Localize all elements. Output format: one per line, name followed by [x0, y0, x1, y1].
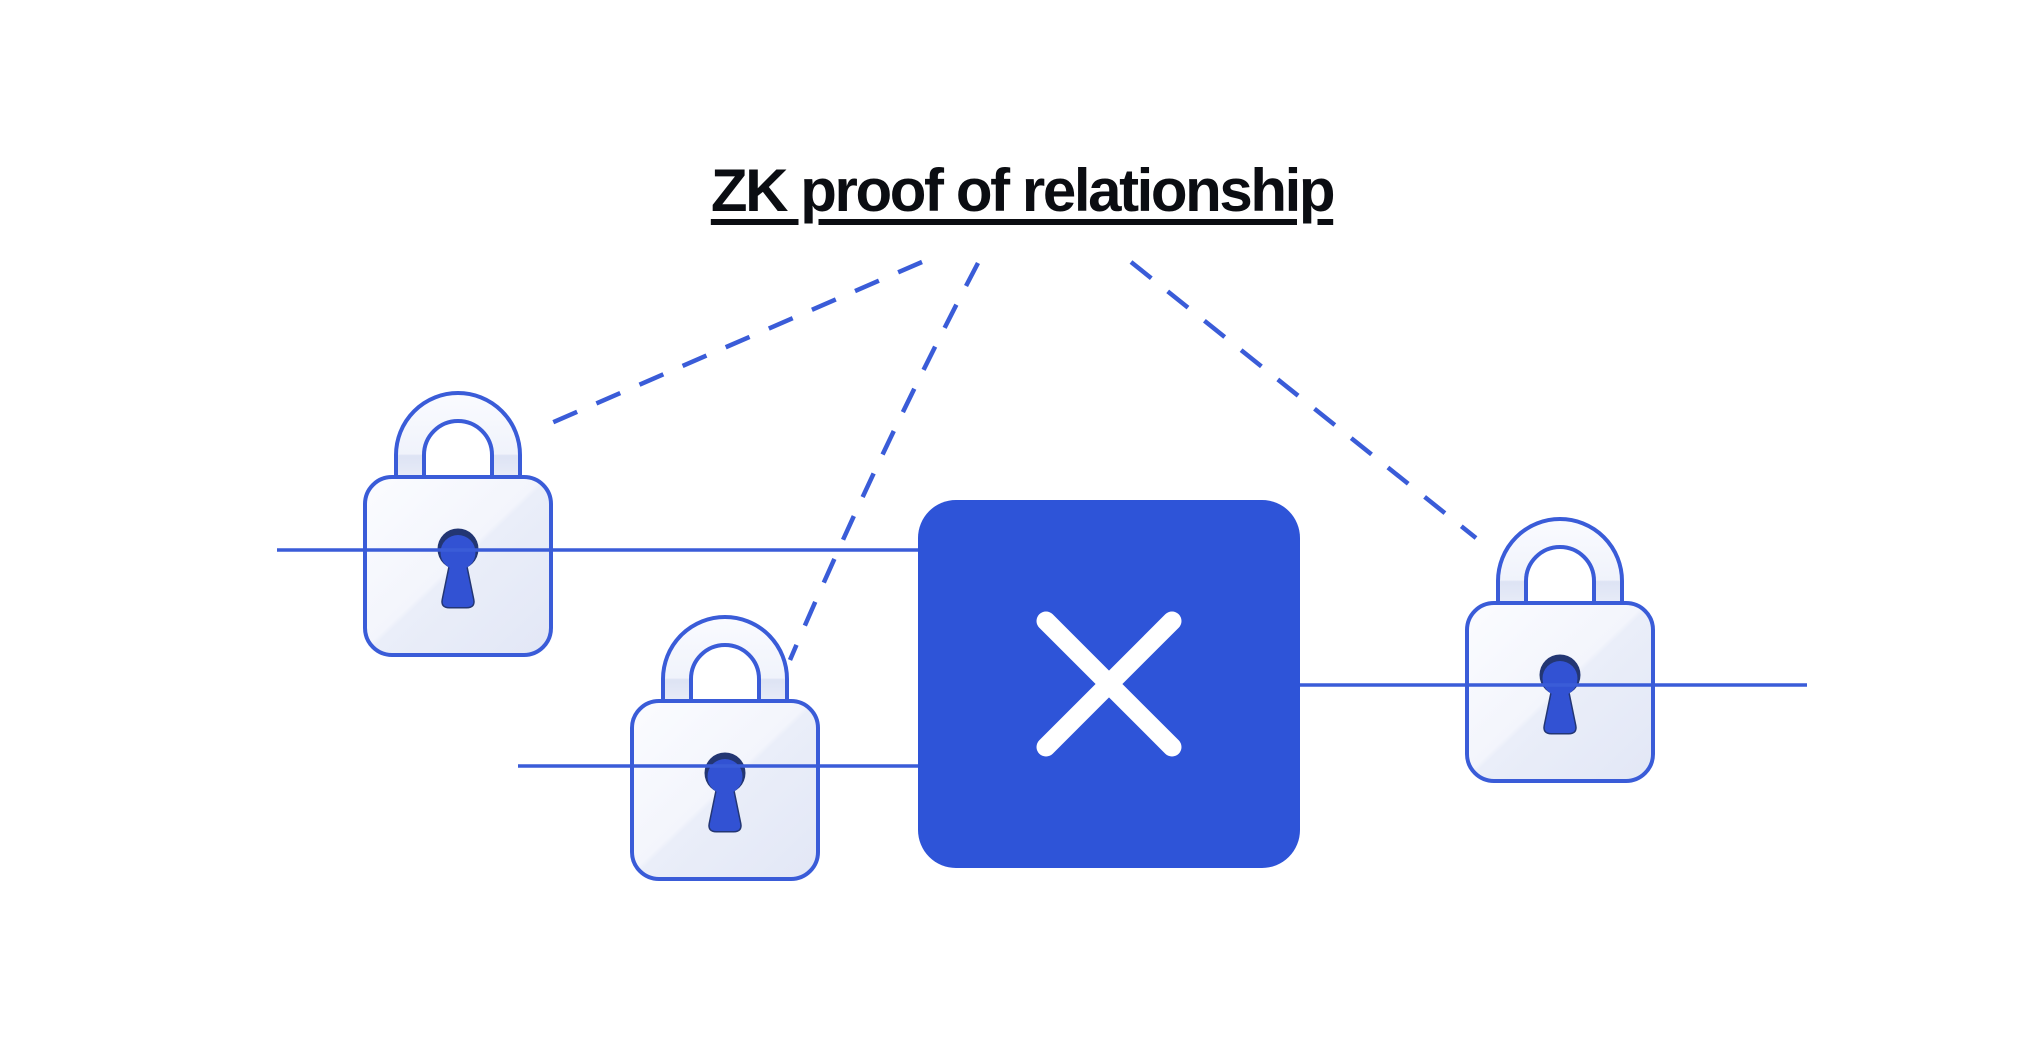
- diagram-title: ZK proof of relationship: [710, 157, 1336, 224]
- x-mark-icon: [1036, 611, 1182, 757]
- padlock-left-icon: [363, 391, 553, 657]
- blocked-box: [918, 500, 1300, 868]
- proof-link-dashed-line-right: [1129, 260, 1478, 540]
- proof-link-dashed-line-middle: [787, 261, 980, 661]
- padlock-right-icon: [1465, 517, 1655, 783]
- proof-link-dashed-line-left: [548, 259, 923, 427]
